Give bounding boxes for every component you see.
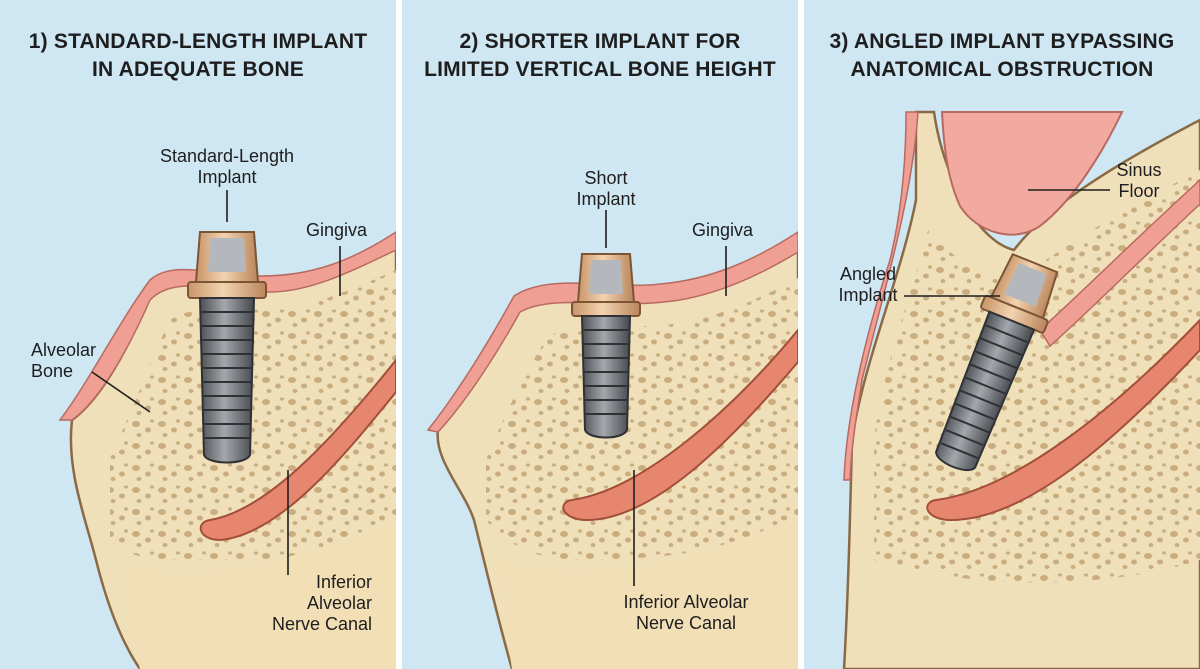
- label-angled-implant-line-1: Angled: [839, 264, 897, 284]
- label-alveolar-bone-line-1: Alveolar: [31, 340, 97, 360]
- panel-2-title-line-1: 2) SHORTER IMPLANT FOR: [459, 30, 741, 53]
- label-angled-implant-line-2: Implant: [838, 285, 898, 305]
- panel-2-title-line-2: LIMITED VERTICAL BONE HEIGHT: [424, 58, 776, 81]
- panel-2-illustration: [426, 210, 798, 669]
- nerve-canal-3: [926, 318, 1200, 522]
- panel-1-illustration: [58, 190, 396, 669]
- label-gingiva-1-line-1: Gingiva: [306, 220, 368, 240]
- gingiva-tissue-3: [1039, 178, 1200, 348]
- label-gingiva-1: Gingiva: [306, 220, 367, 241]
- cancellous-bone-2: [486, 278, 798, 560]
- lower-cortex-2: [498, 516, 798, 669]
- cancellous-bone: [110, 270, 396, 560]
- label-nerve-canal-1-line-3: Nerve Canal: [271, 614, 372, 634]
- label-standard-implant-line-1: Standard-Length: [159, 146, 295, 166]
- label-sinus-floor-line-2: Floor: [1118, 181, 1160, 201]
- panel-angled-implant: 3) ANGLED IMPLANT BYPASSING ANATOMICAL O…: [804, 0, 1200, 669]
- label-gingiva-2-line-1: Gingiva: [692, 220, 754, 240]
- label-angled-implant: Angled Implant: [828, 264, 908, 306]
- panel-3-illustration: [842, 110, 1200, 669]
- angled-implant: [935, 252, 1059, 472]
- nerve-canal-2: [562, 328, 798, 522]
- label-gingiva-2: Gingiva: [692, 220, 753, 241]
- label-standard-implant: Standard-Length Implant: [137, 146, 317, 188]
- panel-3-title: 3) ANGLED IMPLANT BYPASSING ANATOMICAL O…: [804, 28, 1200, 84]
- label-sinus-floor-line-1: Sinus: [1116, 160, 1162, 180]
- panel-1-title-line-1: 1) STANDARD-LENGTH IMPLANT: [28, 30, 368, 53]
- label-standard-implant-line-2: Implant: [197, 167, 257, 187]
- label-nerve-canal-1-line-2: Alveolar: [306, 593, 372, 613]
- label-short-implant: Short Implant: [546, 168, 666, 210]
- sinus-cavity: [940, 111, 1124, 236]
- label-short-implant-line-2: Implant: [576, 189, 636, 209]
- label-nerve-canal-1-line-1: Inferior: [315, 572, 372, 592]
- standard-implant: [187, 231, 267, 464]
- label-sinus-floor: Sinus Floor: [1104, 160, 1174, 202]
- panel-2-title: 2) SHORTER IMPLANT FOR LIMITED VERTICAL …: [402, 28, 798, 84]
- gingiva-tissue: [58, 231, 396, 421]
- panel-1-title: 1) STANDARD-LENGTH IMPLANT IN ADEQUATE B…: [0, 28, 396, 84]
- panel-3-title-line-2: ANATOMICAL OBSTRUCTION: [850, 58, 1154, 81]
- label-nerve-canal-2: Inferior Alveolar Nerve Canal: [606, 592, 766, 634]
- panel-3-title-line-1: 3) ANGLED IMPLANT BYPASSING: [829, 30, 1175, 53]
- label-alveolar-bone: Alveolar Bone: [31, 340, 96, 382]
- gingiva-left-3: [843, 111, 919, 481]
- label-nerve-canal-2-line-1: Inferior Alveolar: [623, 592, 749, 612]
- panel-standard-implant: 1) STANDARD-LENGTH IMPLANT IN ADEQUATE B…: [0, 0, 396, 669]
- panel-1-title-line-2: IN ADEQUATE BONE: [91, 58, 305, 81]
- panel-short-implant: 2) SHORTER IMPLANT FOR LIMITED VERTICAL …: [402, 0, 798, 669]
- label-alveolar-bone-line-2: Bone: [31, 361, 74, 381]
- label-nerve-canal-1: Inferior Alveolar Nerve Canal: [230, 572, 372, 635]
- lower-cortex: [120, 520, 396, 669]
- gingiva-tissue-2: [426, 231, 798, 433]
- label-nerve-canal-2-line-2: Nerve Canal: [635, 613, 737, 633]
- label-short-implant-line-1: Short: [584, 168, 628, 188]
- short-implant: [571, 253, 641, 439]
